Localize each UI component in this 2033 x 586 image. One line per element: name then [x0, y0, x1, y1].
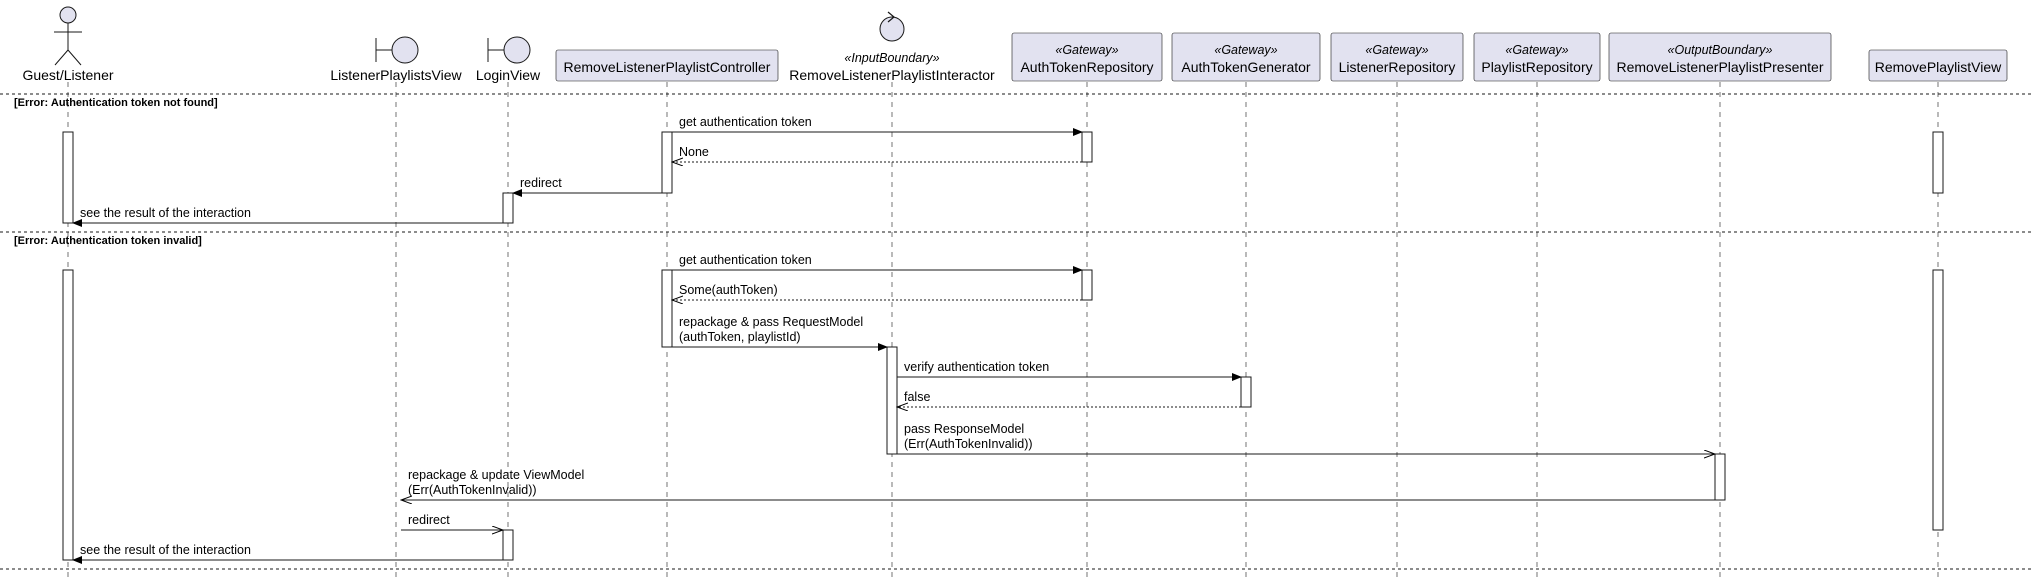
activation-atg	[1240, 376, 1252, 408]
participant-atr: «Gateway» AuthTokenRepository	[1011, 32, 1163, 82]
participant-box	[1330, 32, 1464, 82]
participant-stereotype: «Gateway»	[1505, 43, 1568, 57]
activation-rlpi	[886, 346, 898, 455]
message: see the result of the interaction	[72, 206, 503, 227]
participant-box	[1868, 49, 2008, 82]
participant-rlpi: «InputBoundary» RemoveListenerPlaylistInt…	[789, 11, 995, 83]
section-guard: [Error: Authentication token invalid]	[14, 235, 202, 247]
message-label: repackage & update ViewModel	[408, 468, 584, 482]
message-label: see the result of the interaction	[80, 543, 251, 557]
actor-head-icon	[59, 6, 77, 24]
message-label: get authentication token	[679, 253, 812, 267]
activation-atr	[1081, 131, 1093, 163]
message-label: (Err(AuthTokenInvalid))	[408, 483, 537, 497]
boundary-icon	[391, 36, 419, 64]
participant-lr: «Gateway» ListenerRepository	[1330, 32, 1464, 82]
message-label: None	[679, 145, 709, 159]
message-label: redirect	[408, 513, 450, 527]
activation-rlpp	[1714, 453, 1726, 501]
participant-box	[555, 49, 779, 82]
participant-stereotype: «Gateway»	[1365, 43, 1428, 57]
message: redirect	[512, 176, 662, 197]
message-label: (Err(AuthTokenInvalid))	[904, 437, 1033, 451]
participant-stereotype: «OutputBoundary»	[1668, 43, 1773, 57]
participant-box	[1473, 32, 1601, 82]
boundary-bar-icon	[375, 38, 392, 62]
message: false	[897, 390, 1241, 407]
activation-login	[502, 529, 514, 561]
participant-rlpc: RemoveListenerPlaylistController	[555, 49, 779, 82]
participant-rlpp: «OutputBoundary» RemoveListenerPlaylistPr…	[1608, 32, 1832, 82]
message: pass ResponseModel(Err(AuthTokenInvalid)…	[897, 422, 1715, 454]
participant-label: ListenerRepository	[1339, 59, 1456, 75]
participant-label: ListenerPlaylistsView	[330, 67, 462, 83]
message: repackage & pass RequestModel(authToken,…	[672, 315, 888, 351]
activation-rlpc	[661, 269, 673, 348]
activation-rlpc	[661, 131, 673, 194]
activation-atr	[1081, 269, 1093, 301]
activation-guest	[62, 269, 74, 561]
participant-guest: Guest/Listener	[22, 6, 114, 83]
participant-pr: «Gateway» PlaylistRepository	[1473, 32, 1601, 82]
participant-login: LoginView	[476, 36, 541, 83]
participant-box	[1011, 32, 1163, 82]
message-label: pass ResponseModel	[904, 422, 1024, 436]
message: None	[672, 145, 1082, 162]
boundary-icon	[503, 36, 531, 64]
participant-atg: «Gateway» AuthTokenGenerator	[1171, 32, 1321, 82]
message-label: verify authentication token	[904, 360, 1049, 374]
participant-label: PlaylistRepository	[1481, 59, 1592, 75]
activation-rpv	[1932, 131, 1944, 194]
participant-label: RemoveListenerPlaylistPresenter	[1617, 59, 1824, 75]
message-label: repackage & pass RequestModel	[679, 315, 863, 329]
participant-rpv: RemovePlaylistView	[1868, 49, 2008, 82]
activation-guest	[62, 131, 74, 224]
participant-stereotype: «Gateway»	[1214, 43, 1277, 57]
message-label: get authentication token	[679, 115, 812, 129]
message: get authentication token	[672, 115, 1083, 136]
participant-label: Guest/Listener	[22, 67, 113, 83]
participant-label: RemovePlaylistView	[1875, 59, 2002, 75]
participant-label: RemoveListenerPlaylistInteractor	[789, 67, 995, 83]
message-label: Some(authToken)	[679, 283, 778, 297]
message: Some(authToken)	[672, 283, 1082, 300]
participant-stereotype: «Gateway»	[1055, 43, 1118, 57]
participant-label: AuthTokenRepository	[1020, 59, 1153, 75]
message-label: false	[904, 390, 930, 404]
participant-label: RemoveListenerPlaylistController	[564, 59, 771, 75]
participant-box	[1171, 32, 1321, 82]
control-icon	[879, 16, 905, 42]
message: see the result of the interaction	[72, 543, 503, 564]
message: get authentication token	[672, 253, 1083, 274]
activation-login	[502, 192, 514, 224]
participant-label: LoginView	[476, 67, 541, 83]
activation-rpv	[1932, 269, 1944, 531]
actor-body-icon	[54, 23, 82, 66]
message: verify authentication token	[897, 360, 1242, 381]
message-label: redirect	[520, 176, 562, 190]
participant-lpv: ListenerPlaylistsView	[330, 36, 463, 83]
message-label: see the result of the interaction	[80, 206, 251, 220]
message-label: (authToken, playlistId)	[679, 330, 801, 344]
boundary-bar-icon	[487, 38, 504, 62]
participant-stereotype: «InputBoundary»	[844, 51, 939, 65]
participant-box	[1608, 32, 1832, 82]
control-arrow-icon	[887, 11, 895, 23]
message: repackage & update ViewModel(Err(AuthTok…	[401, 468, 1715, 500]
section-guard: [Error: Authentication token not found]	[14, 97, 218, 109]
message: redirect	[401, 513, 503, 530]
participant-label: AuthTokenGenerator	[1181, 59, 1311, 75]
